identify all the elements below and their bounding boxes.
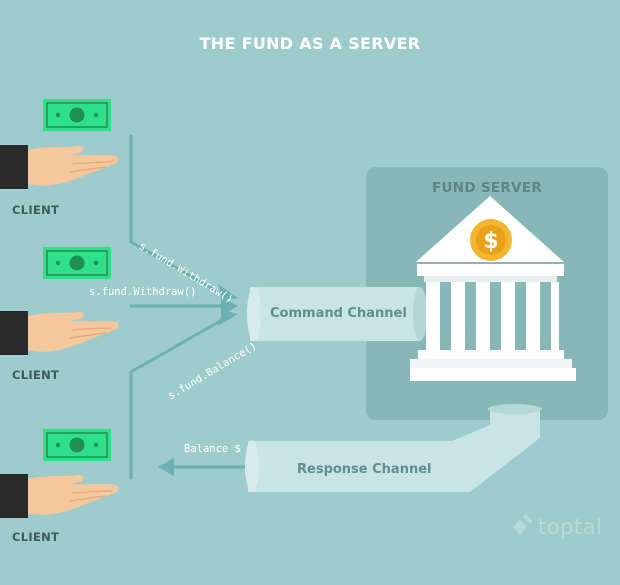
client-label-2: CLIENT <box>12 368 60 382</box>
arrowhead-bottom <box>218 310 238 326</box>
hand-icon-1 <box>0 145 119 189</box>
arrowheads <box>158 284 238 476</box>
arrowhead-middle <box>221 297 238 315</box>
dollar-bill-icon-1 <box>43 99 111 131</box>
hand-icon-2 <box>0 311 119 355</box>
svg-text:$: $ <box>483 229 498 254</box>
toptal-logo-icon <box>513 514 533 534</box>
command-channel-label: Command Channel <box>270 306 407 321</box>
response-channel-pipe <box>245 404 542 492</box>
client-label-3: CLIENT <box>12 530 60 544</box>
bottom-client-line <box>129 318 224 480</box>
dollar-bill-icon-3 <box>43 429 111 461</box>
call-label-response: Balance $ <box>184 443 241 455</box>
arrowhead-response <box>158 458 174 476</box>
call-label-middle: s.fund.Withdraw() <box>89 286 197 298</box>
command-channel-pipe <box>247 287 427 341</box>
dollar-bill-icon-2 <box>43 247 111 279</box>
hand-icon-3 <box>0 474 119 518</box>
response-channel-label: Response Channel <box>297 462 432 477</box>
fund-server-title: FUND SERVER <box>431 180 543 196</box>
toptal-logo-text: toptal <box>538 515 603 539</box>
top-client-line <box>129 134 224 296</box>
client-label-1: CLIENT <box>12 203 60 217</box>
arrowhead-top <box>218 284 238 300</box>
page-title: THE FUND AS A SERVER <box>199 34 421 53</box>
dollar-coin-icon: $ <box>470 219 512 261</box>
connector-lines <box>129 134 246 480</box>
